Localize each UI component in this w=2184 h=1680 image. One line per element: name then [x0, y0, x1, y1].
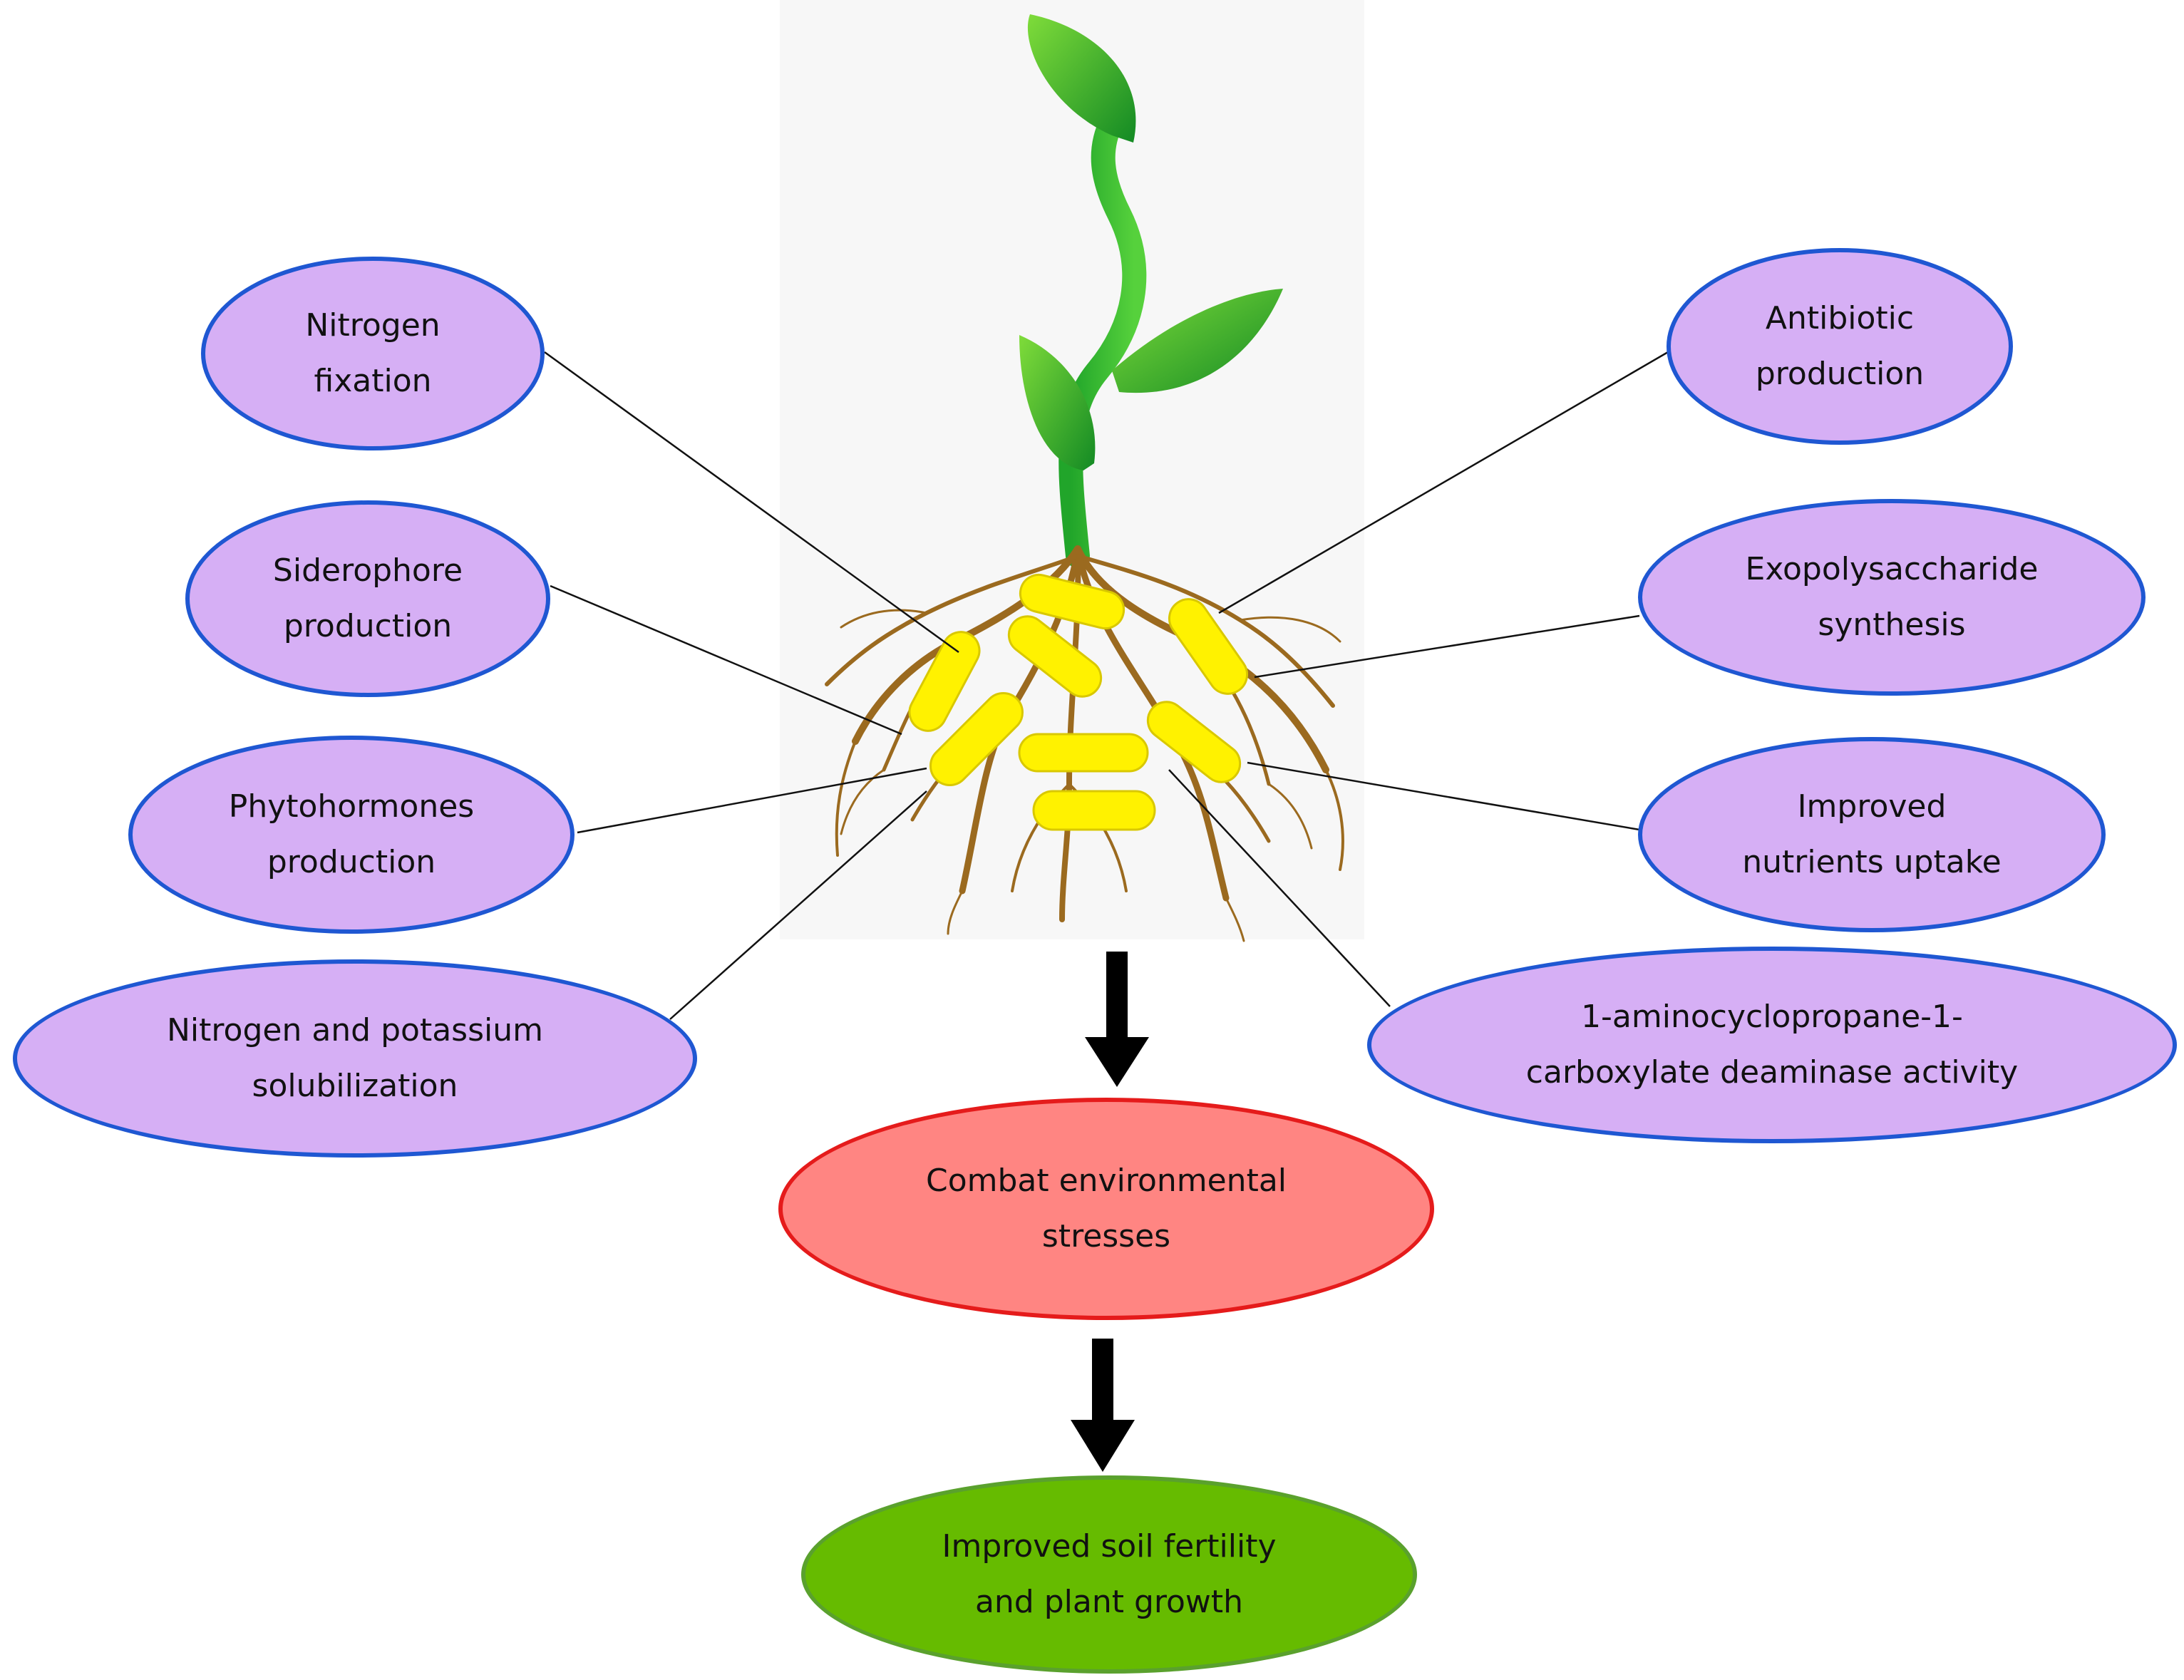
rod-bacteria-icon: [1019, 573, 1126, 630]
oval-improved-nutrients-uptake: Improved nutrients uptake: [1638, 737, 2106, 932]
oval-line: nutrients uptake: [1742, 844, 2002, 880]
oval-line: Nitrogen: [305, 307, 441, 344]
rod-bacteria-icon: [1007, 615, 1103, 698]
oval-nitrogen-potassium-solubilization: Nitrogen and potassium solubilization: [13, 959, 697, 1158]
oval-line: carboxylate deaminase activity: [1525, 1054, 2019, 1091]
connector-siderophore: [550, 584, 902, 736]
rod-bacteria-icon: [1032, 790, 1156, 831]
oval-line: Siderophore: [272, 552, 463, 589]
oval-line: and plant growth: [974, 1584, 1244, 1620]
oval-line: Nitrogen and potassium: [167, 1012, 543, 1048]
oval-antibiotic-production: Antibiotic production: [1667, 248, 2013, 445]
plant-stem: [1058, 109, 1147, 568]
oval-line: production: [283, 608, 453, 644]
oval-line: Phytohormones: [228, 788, 475, 825]
oval-line: Antibiotic: [1765, 300, 1915, 336]
oval-line: Exopolysaccharide: [1745, 551, 2039, 587]
oval-exopolysaccharide-synthesis: Exopolysaccharide synthesis: [1638, 499, 2146, 696]
rod-bacteria-icon: [1168, 598, 1249, 695]
oval-siderophore-production: Siderophore production: [185, 500, 550, 697]
rod-bacteria-icon: [1018, 733, 1149, 773]
connector-exopolysaccharide: [1254, 614, 1640, 679]
left-leaf: [1019, 335, 1096, 470]
connector-lines: [544, 351, 1669, 1020]
oval-line: stresses: [1041, 1218, 1171, 1254]
oval-nitrogen-fixation: Nitrogen fixation: [201, 257, 545, 450]
rod-bacteria-icon: [929, 692, 1024, 786]
oval-line: Combat environmental: [925, 1163, 1287, 1199]
oval-line: synthesis: [1818, 607, 1966, 643]
arrow-down-icon: [1071, 1339, 1135, 1472]
oval-combat-environmental-stresses: Combat environmental stresses: [778, 1098, 1434, 1320]
right-leaf: [1112, 289, 1283, 393]
oval-line: production: [1755, 356, 1925, 392]
oval-improved-soil-fertility: Improved soil fertility and plant growth: [801, 1475, 1417, 1674]
oval-line: production: [267, 844, 436, 880]
rod-bacteria-icon: [1146, 701, 1242, 783]
oval-line: Improved soil fertility: [942, 1528, 1277, 1565]
rod-bacteria-icon: [908, 631, 981, 732]
oval-line: solubilization: [252, 1068, 458, 1104]
connector-phytohormones: [577, 767, 927, 834]
oval-acc-deaminase-activity: 1-aminocyclopropane-1- carboxylate deami…: [1367, 947, 2177, 1143]
connector-solubilization: [669, 790, 927, 1020]
oval-line: Improved: [1797, 788, 1947, 825]
seedling-illustration: [825, 14, 1344, 942]
top-leaf: [1027, 14, 1136, 143]
arrow-down-icon: [1085, 952, 1149, 1087]
oval-line: fixation: [314, 363, 432, 399]
connector-nitrogen-fixation: [544, 351, 959, 654]
oval-phytohormones-production: Phytohormones production: [128, 736, 575, 934]
connector-acc-deaminase: [1168, 769, 1391, 1007]
oval-line: 1-aminocyclopropane-1-: [1581, 999, 1963, 1035]
bacteria-cluster: [908, 573, 1249, 831]
connector-antibiotic: [1218, 351, 1669, 614]
connector-nutrients: [1247, 761, 1640, 831]
